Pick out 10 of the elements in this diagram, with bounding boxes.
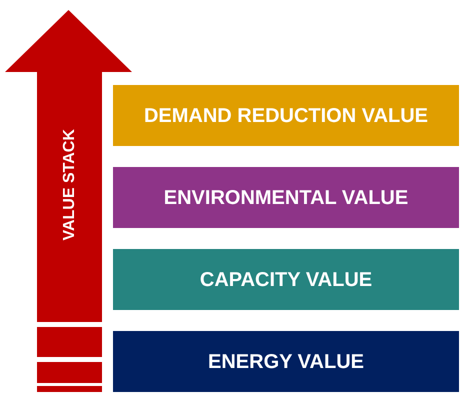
- bar-label: DEMAND REDUCTION VALUE: [144, 104, 428, 126]
- bar-label: ENERGY VALUE: [208, 350, 364, 372]
- bar-label: ENVIRONMENTAL VALUE: [164, 186, 408, 208]
- value-bar: [113, 85, 459, 146]
- value-bar: [113, 249, 459, 310]
- arrow-label: VALUE STACK: [60, 129, 78, 240]
- upward-arrow: [5, 10, 132, 392]
- value-bar: [113, 331, 459, 392]
- value-bar: [113, 167, 459, 228]
- bar-label: CAPACITY VALUE: [200, 268, 372, 290]
